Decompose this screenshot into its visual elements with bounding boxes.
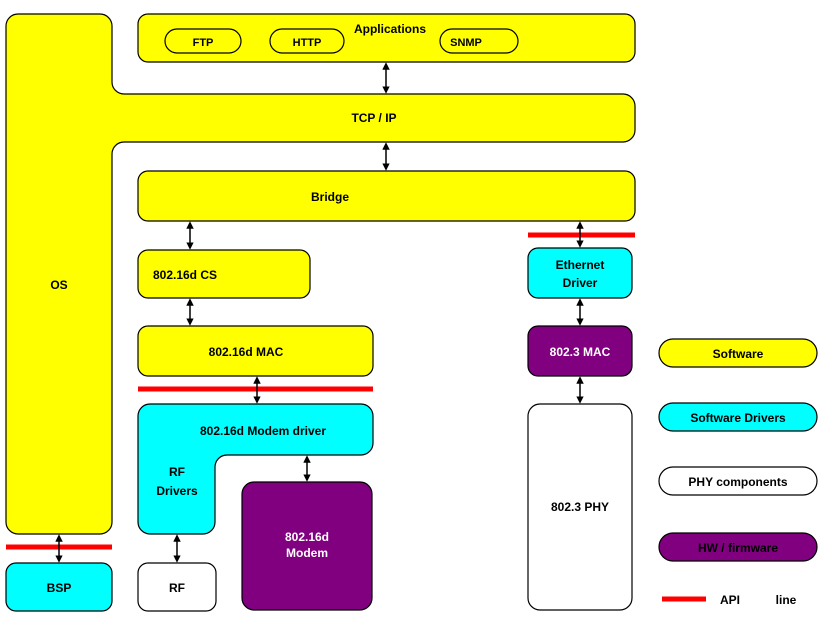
modem-driver-label: 802.16d Modem driver	[200, 424, 326, 438]
legend-phy-components-label: PHY components	[688, 475, 787, 489]
os-label: OS	[50, 278, 67, 292]
rf-label: RF	[169, 581, 185, 595]
legend-api-label: API	[720, 593, 740, 607]
cs-label: 802.16d CS	[153, 268, 217, 282]
bsp-label: BSP	[47, 581, 72, 595]
snmp-label: SNMP	[450, 37, 482, 49]
ethernet-driver-block	[528, 248, 632, 298]
modem-label-1: 802.16d	[285, 530, 329, 544]
applications-label: Applications	[354, 22, 426, 36]
modem-label-2: Modem	[286, 546, 328, 560]
legend-software-label: Software	[713, 347, 764, 361]
phy-8023-label: 802.3 PHY	[551, 500, 609, 514]
bridge-label: Bridge	[311, 190, 349, 204]
tcp-ip-label: TCP / IP	[351, 111, 396, 125]
ethernet-driver-label-2: Driver	[563, 276, 598, 290]
rf-drivers-label-2: Drivers	[156, 484, 198, 498]
bridge-block	[138, 171, 635, 221]
mac-label: 802.16d MAC	[209, 345, 284, 359]
ftp-label: FTP	[193, 37, 214, 49]
legend-hw-firmware-label: HW / firmware	[698, 541, 778, 555]
legend-line-label: line	[776, 593, 797, 607]
legend-software-drivers-label: Software Drivers	[690, 411, 786, 425]
ethernet-driver-label-1: Ethernet	[556, 258, 605, 272]
rf-drivers-label-1: RF	[169, 465, 185, 479]
legend: Software Software Drivers PHY components…	[659, 339, 817, 607]
http-label: HTTP	[293, 37, 322, 49]
mac-8023-label: 802.3 MAC	[550, 345, 611, 359]
